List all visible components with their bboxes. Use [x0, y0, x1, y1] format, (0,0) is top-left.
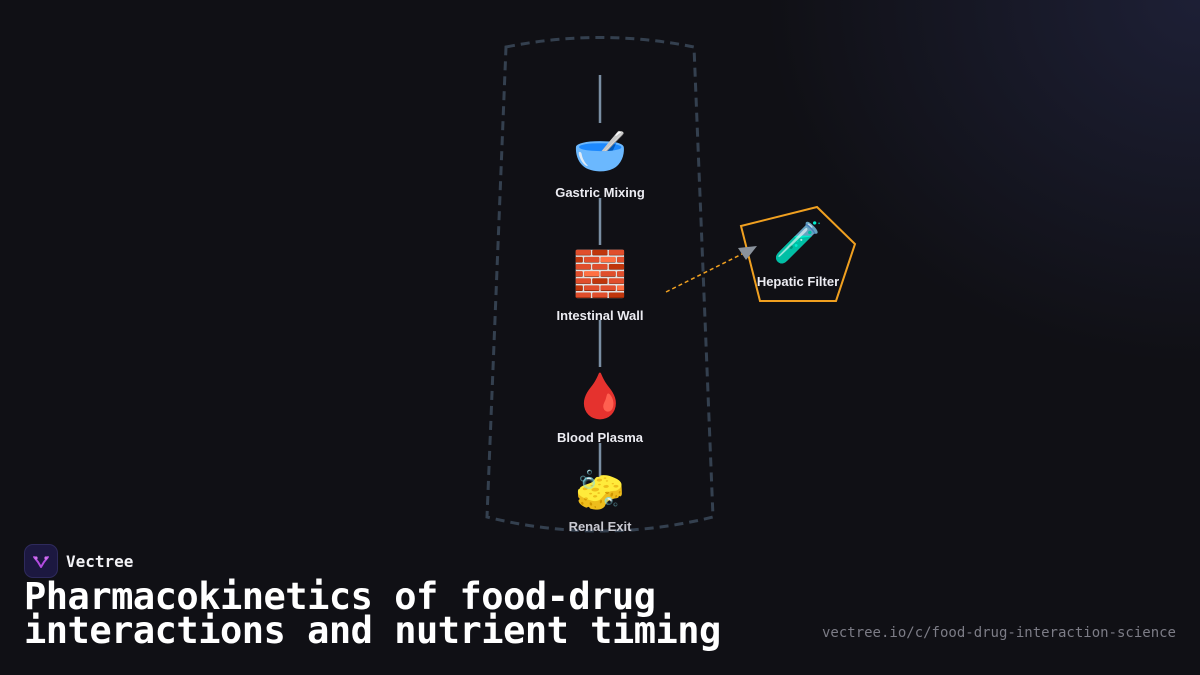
- blood-drop-icon: 🩸: [572, 371, 628, 422]
- vectree-logo-icon: [24, 544, 58, 578]
- node-hepatic-filter: 🧪 Hepatic Filter: [718, 218, 878, 289]
- hepatic-pentagon: [739, 205, 857, 302]
- hepatic-dashed-arrow: [665, 252, 745, 293]
- node-intestinal-wall: 🧱 Intestinal Wall: [520, 248, 680, 323]
- node-label-gastric: Gastric Mixing: [555, 185, 645, 200]
- brand-name: Vectree: [66, 551, 134, 571]
- source-url: vectree.io/c/food-drug-interaction-scien…: [821, 625, 1176, 641]
- brand: Vectree: [24, 544, 133, 578]
- node-gastric-mixing: 🥣 Gastric Mixing: [520, 125, 680, 200]
- node-blood-plasma: 🩸 Blood Plasma: [520, 370, 680, 445]
- node-label-plasma: Blood Plasma: [557, 430, 643, 445]
- brick-wall-icon: 🧱: [572, 249, 628, 300]
- test-tube-icon: 🧪: [773, 220, 823, 266]
- node-renal-exit: 🧽 Renal Exit: [520, 466, 680, 534]
- node-label-hepatic: Hepatic Filter: [756, 274, 840, 289]
- node-label-renal: Renal Exit: [568, 519, 632, 534]
- sponge-icon: 🧽: [575, 468, 625, 514]
- bowl-with-spoon-icon: 🥣: [572, 126, 628, 177]
- container-outline: [485, 36, 715, 533]
- node-label-intestinal: Intestinal Wall: [556, 308, 644, 323]
- arrowhead: [738, 246, 757, 260]
- page-title: Pharmacokinetics of food-drug interactio…: [24, 575, 721, 652]
